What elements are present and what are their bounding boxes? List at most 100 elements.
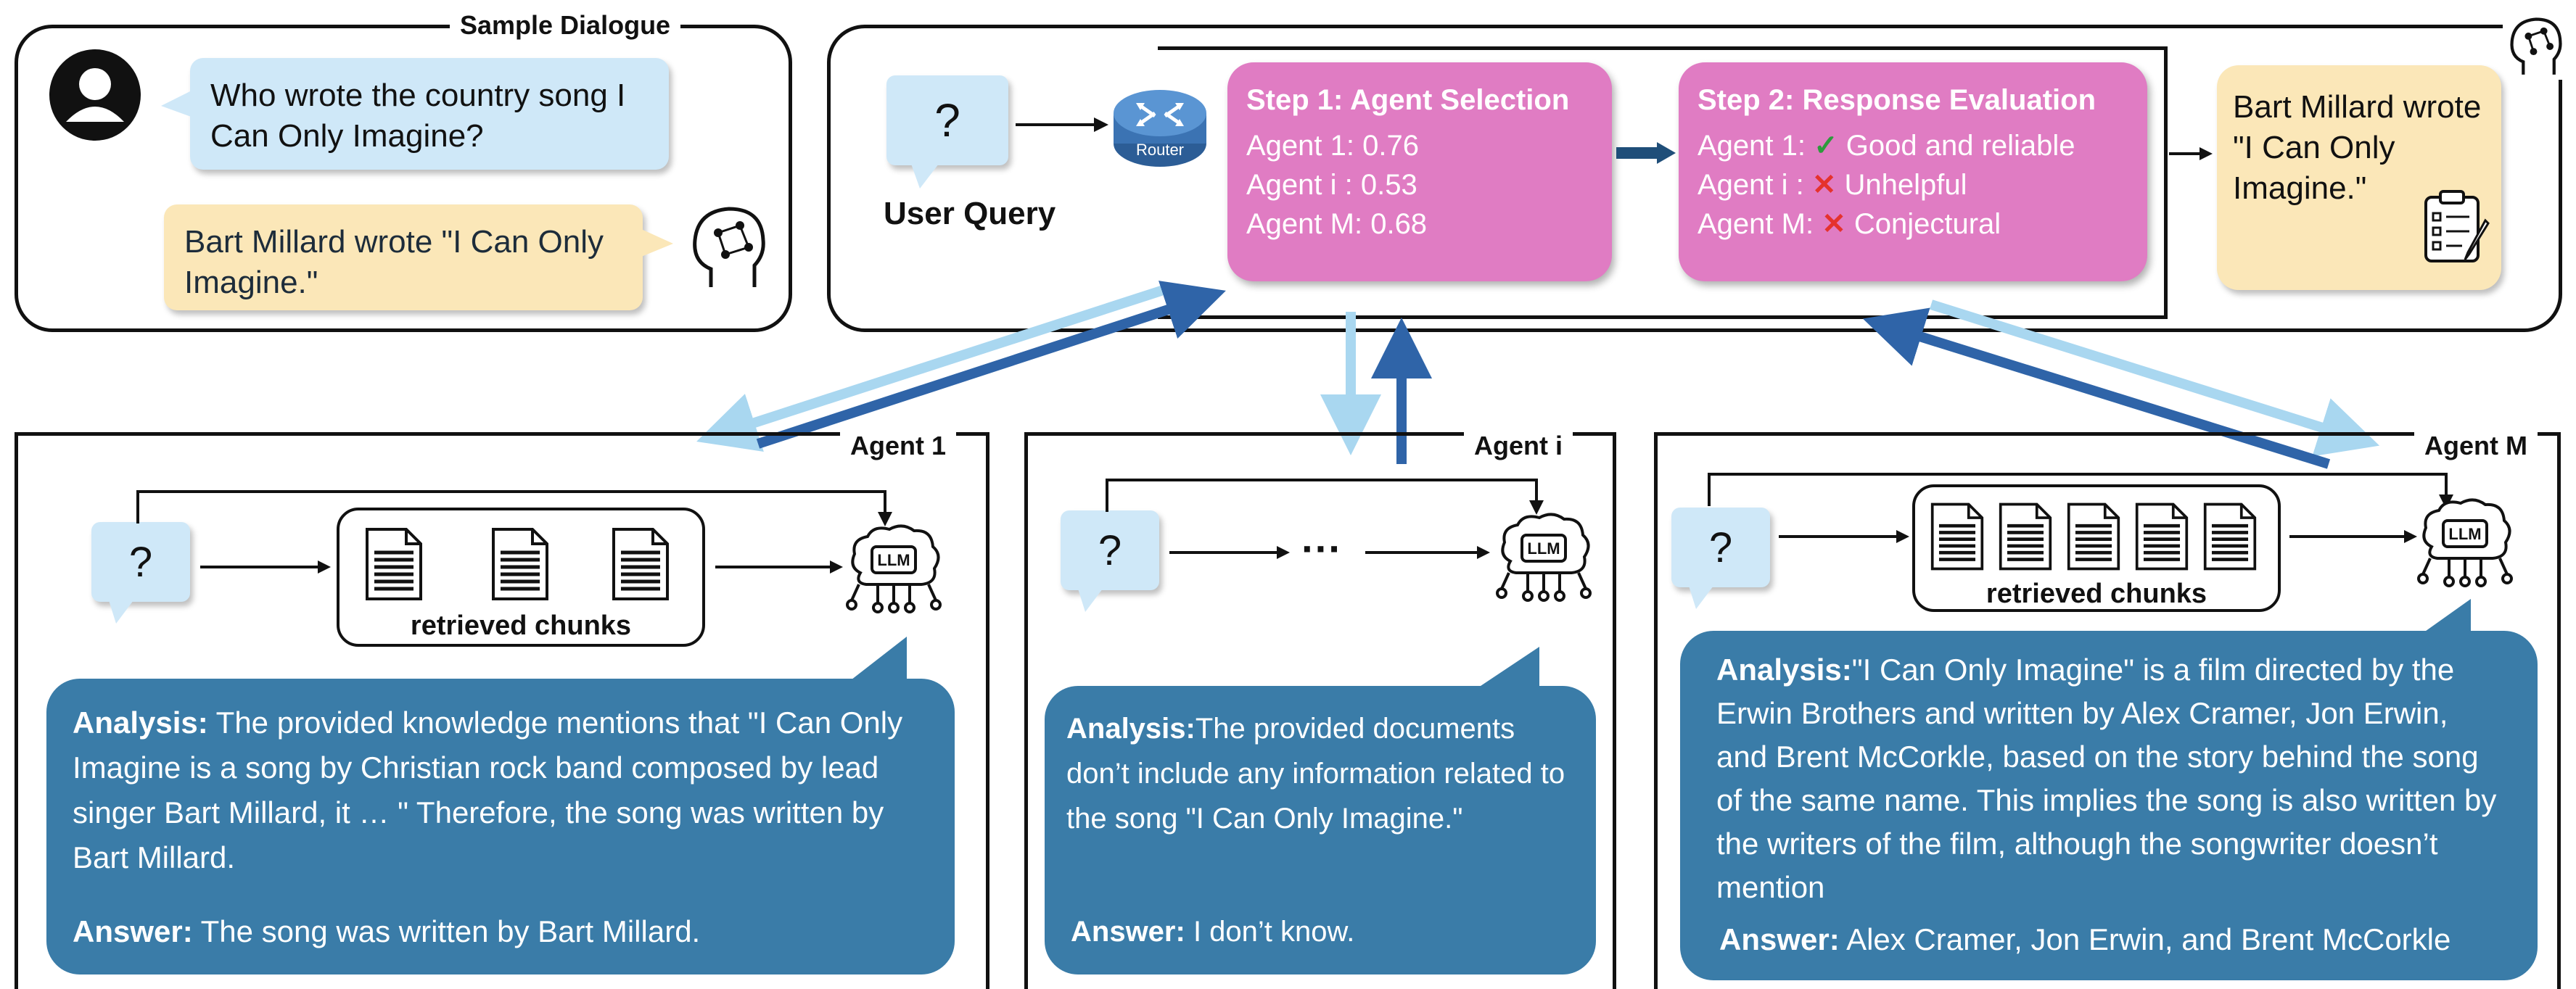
agent-m-title: Agent M <box>2414 431 2538 461</box>
agent-reply-bubble: Bart Millard wrote "I Can Only Imagine." <box>164 204 643 310</box>
step2-agent-name: Agent i <box>1698 169 1788 201</box>
user-query-tail <box>911 164 939 189</box>
llm-brain-icon: LLM <box>1496 513 1592 602</box>
step1-agent-name: Agent 1 <box>1246 130 1346 162</box>
document-icon <box>2135 502 2189 571</box>
analysis-label: Analysis: <box>73 705 208 740</box>
arrow-step1-to-step2 <box>1616 142 1676 164</box>
cross-icon: ✕ <box>1822 208 1846 240</box>
agent1-query-tail <box>109 600 133 624</box>
agent1-arrow-to-llm <box>715 560 843 574</box>
answer-label: Answer: <box>73 914 193 948</box>
agent1-analysis-bubble: Analysis: The provided knowledge mention… <box>46 679 955 974</box>
step1-row-agent-m: Agent M: 0.68 <box>1246 208 1428 240</box>
checkmark-icon: ✓ <box>1814 130 1838 162</box>
agent1-query-bubble: ? <box>91 522 190 602</box>
agent-m-arrow-to-llm <box>2289 530 2417 543</box>
analysis-text: The provided documents don’t include any… <box>1066 713 1565 835</box>
user-avatar-icon <box>49 49 141 141</box>
svg-text:LLM: LLM <box>1527 539 1560 558</box>
pipeline-inner-frame <box>1158 46 2168 319</box>
agent1-analysis: Analysis: The provided knowledge mention… <box>73 700 929 880</box>
chunks-label: retrieved chunks <box>410 611 632 641</box>
agent1-arrow-to-chunks <box>200 560 331 574</box>
user-message-text: Who wrote the country song I Can Only Im… <box>210 78 626 154</box>
router-label: Router <box>1135 141 1185 159</box>
answer-text: I don’t know. <box>1193 916 1355 948</box>
agent-i-query-bubble: ? <box>1061 510 1159 590</box>
agent-m-query-bubble: ? <box>1671 508 1770 587</box>
agent-i-bypass-arrow <box>1106 479 1544 515</box>
agent-i-panel <box>1024 432 1616 989</box>
sample-dialogue-panel <box>15 25 792 332</box>
agent-bubble-tail <box>641 229 673 257</box>
step2-verdict: Conjectural <box>1853 208 2001 240</box>
answer-text: Alex Cramer, Jon Erwin, and Brent McCork… <box>1846 922 2451 956</box>
user-bubble-tail <box>161 90 193 117</box>
step1-agent-score: 0.76 <box>1362 130 1419 162</box>
agent-m-analysis-bubble: Analysis:"I Can Only Imagine" is a film … <box>1680 631 2538 980</box>
step2-agent-name: Agent 1 <box>1698 130 1798 162</box>
user-message-bubble: Who wrote the country song I Can Only Im… <box>190 58 669 170</box>
answer-text: The song was written by Bart Millard. <box>200 914 701 948</box>
step2-verdict: Unhelpful <box>1844 169 1967 201</box>
checklist-icon <box>2424 190 2490 262</box>
document-icon <box>612 528 669 600</box>
llm-brain-icon: LLM <box>2417 498 2513 587</box>
agent-m-query-tail <box>1689 586 1713 609</box>
step2-verdict: Good and reliable <box>1845 130 2075 162</box>
llm-brain-icon: LLM <box>846 524 942 613</box>
agent-m-answer: Answer: Alex Cramer, Jon Erwin, and Bren… <box>1719 918 2451 961</box>
agent1-title: Agent 1 <box>840 431 957 461</box>
arrow-step2-to-answer <box>2169 147 2213 160</box>
pipeline-panel <box>827 25 2562 332</box>
arrow-router-to-agent1 <box>696 284 1170 452</box>
step1-agent-score: 0.68 <box>1370 208 1428 240</box>
final-answer-text: Bart Millard wrote "I Can Only Imagine." <box>2233 89 2482 206</box>
analysis-text: The provided knowledge mentions that "I … <box>73 705 903 874</box>
user-query-mark: ? <box>934 94 960 146</box>
document-icon <box>492 528 548 600</box>
agent-i-arrow-to-ellipsis <box>1169 546 1290 559</box>
agent-i-arrow-to-llm <box>1365 546 1490 559</box>
analysis-label: Analysis: <box>1066 713 1196 745</box>
router-icon <box>1114 90 1206 167</box>
cross-icon: ✕ <box>1811 169 1837 201</box>
svg-text:LLM: LLM <box>877 551 910 569</box>
document-icon <box>1999 502 2052 571</box>
step2-title: Step 2: Response Evaluation <box>1698 84 2096 116</box>
document-icon <box>2203 502 2257 571</box>
user-query-bubble: ? <box>886 75 1008 165</box>
step1-row-agent-i: Agent i : 0.53 <box>1246 169 1417 201</box>
agent-m-analysis: Analysis:"I Can Only Imagine" is a film … <box>1716 648 2501 909</box>
analysis-label: Analysis: <box>1716 653 1852 687</box>
document-icon <box>366 528 422 600</box>
system-head-icon <box>2503 13 2569 80</box>
step2-agent-name: Agent M <box>1698 208 1806 240</box>
agent-i-ellipsis: ··· <box>1301 526 1342 571</box>
arrow-router-to-agent-m <box>1929 299 2380 457</box>
arrow-agent1-to-router <box>756 281 1226 449</box>
arrow-query-to-router <box>1016 117 1108 132</box>
step1-row-agent-1: Agent 1: 0.76 <box>1246 130 1419 162</box>
step2-row-agent-1: Agent 1: ✓ Good and reliable <box>1698 130 2075 162</box>
document-icon <box>1930 502 1984 571</box>
user-query-label: User Query <box>884 196 1056 231</box>
agent1-analysis-tail <box>841 637 907 687</box>
agent-i-analysis-bubble: Analysis:The provided documents don’t in… <box>1045 686 1596 974</box>
step1-agent-score: 0.53 <box>1360 169 1417 201</box>
chunks-label: retrieved chunks <box>1986 579 2207 609</box>
step1-agent-name: Agent M <box>1246 208 1354 240</box>
step1-agent-selection: Step 1: Agent Selection Agent 1: 0.76 Ag… <box>1227 62 1612 281</box>
agent1-bypass-arrow <box>136 490 892 526</box>
agent1-answer: Answer: The song was written by Bart Mil… <box>73 909 700 954</box>
agent-i-title: Agent i <box>1464 431 1573 461</box>
analysis-text: "I Can Only Imagine" is a film directed … <box>1716 653 2497 904</box>
agent1-panel <box>15 432 989 989</box>
step2-row-agent-i: Agent i : ✕ Unhelpful <box>1698 169 1967 201</box>
step1-agent-name: Agent i <box>1246 169 1337 201</box>
answer-label: Answer: <box>1071 916 1185 948</box>
sample-dialogue-title: Sample Dialogue <box>450 10 681 41</box>
